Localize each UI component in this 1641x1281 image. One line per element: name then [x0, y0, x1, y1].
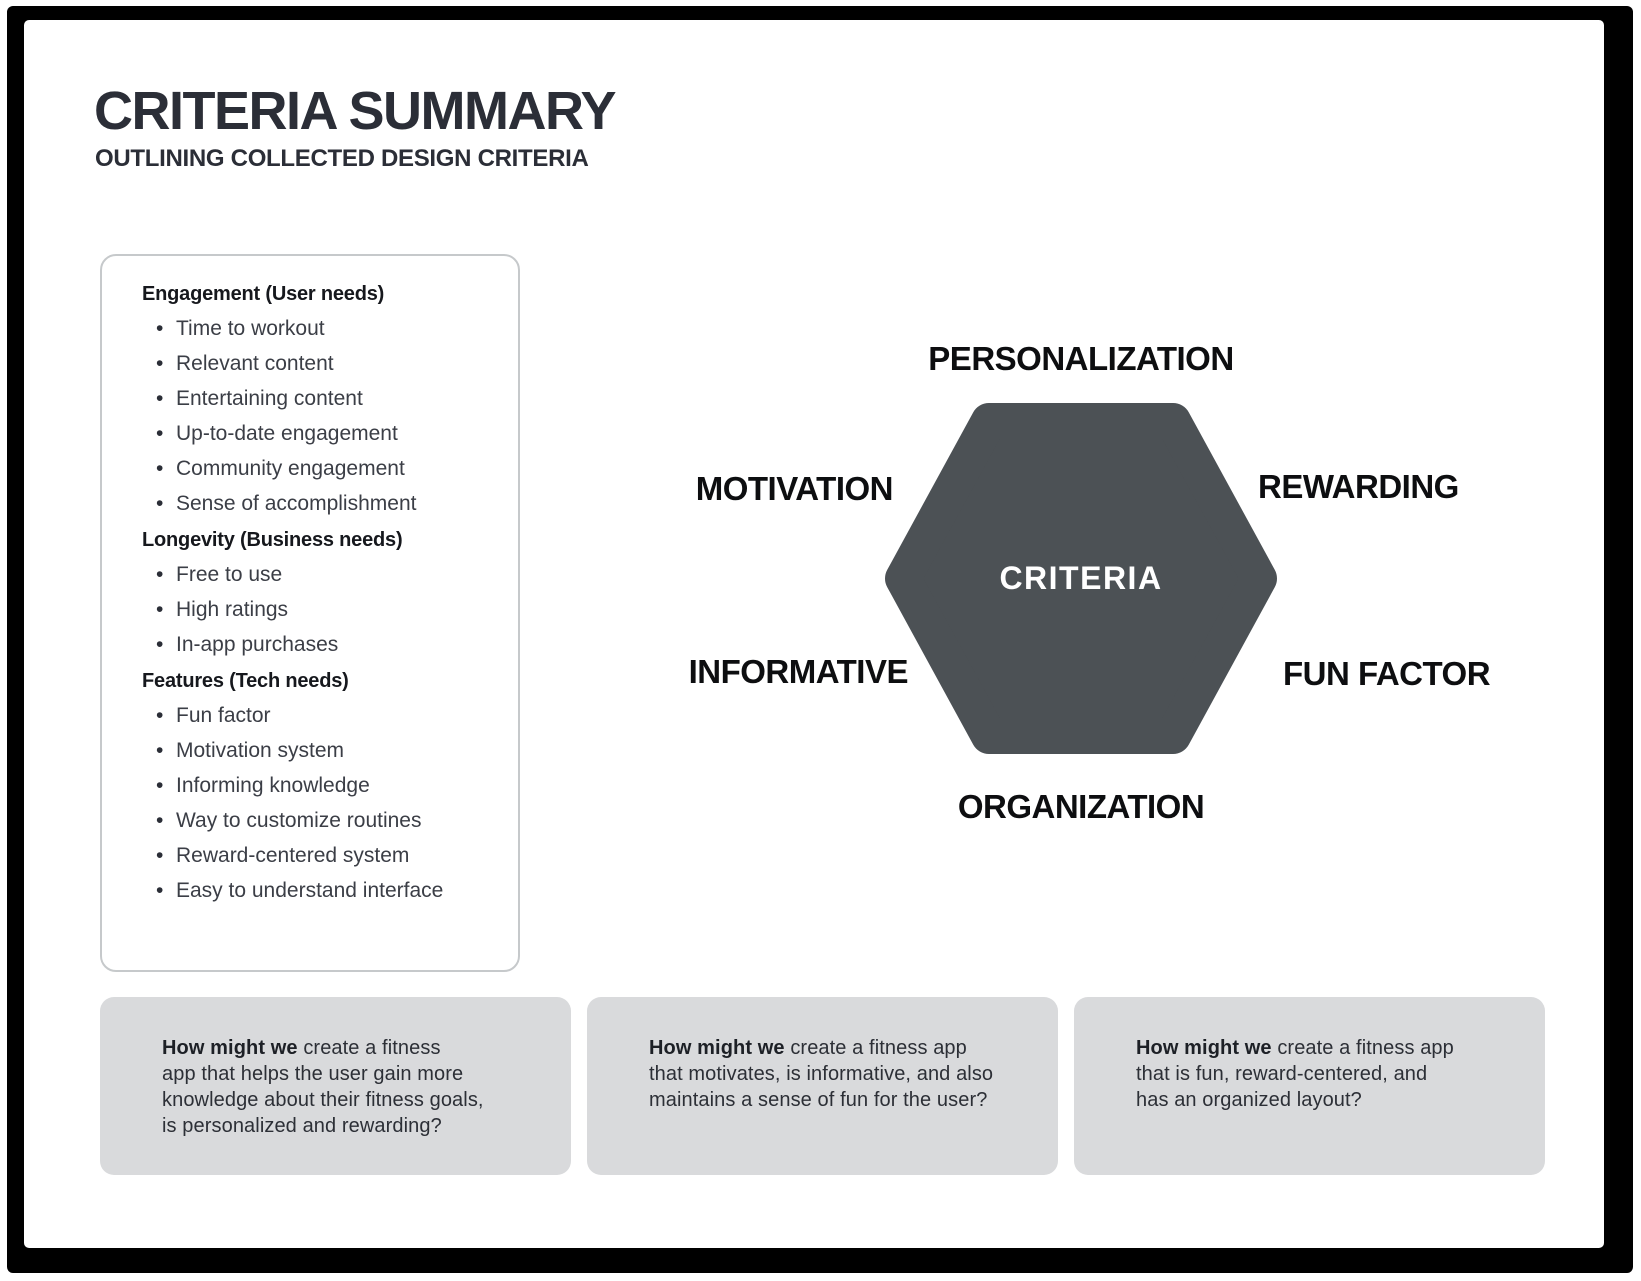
diagram-label-personalization: PERSONALIZATION [928, 340, 1234, 377]
list-item: Sense of accomplishment [156, 493, 504, 516]
diagram-label-rewarding: REWARDING [1258, 468, 1459, 505]
hmw-text-3: How might we create a fitness app that i… [1136, 1035, 1505, 1113]
section-longevity: Longevity (Business needs) Free to use H… [142, 528, 504, 656]
diagram-label-motivation: MOTIVATION [695, 470, 894, 507]
hmw-text-2: How might we create a fitness app that m… [649, 1035, 1018, 1113]
list-item: In-app purchases [156, 634, 504, 657]
hexagon-center-label: CRITERIA [999, 560, 1163, 596]
hmw-card-1: How might we create a fitness app that h… [100, 997, 571, 1175]
list-item: Up-to-date engagement [156, 423, 504, 446]
diagram-label-informative: INFORMATIVE [688, 653, 909, 690]
criteria-list-panel: Engagement (User needs) Time to workout … [100, 254, 520, 972]
hmw-lead-1: How might we [162, 1037, 298, 1059]
hmw-rest-1: create a fitness app that helps the user… [162, 1037, 484, 1137]
hmw-lead-2: How might we [649, 1037, 785, 1059]
diagram-label-fun-factor: FUN FACTOR [1283, 655, 1491, 692]
hmw-text-1: How might we create a fitness app that h… [162, 1035, 531, 1139]
section-heading-engagement: Engagement (User needs) [142, 283, 385, 305]
section-heading-longevity: Longevity (Business needs) [142, 529, 403, 551]
hmw-lead-3: How might we [1136, 1037, 1272, 1059]
list-item: Free to use [156, 564, 504, 587]
features-items: Fun factor Motivation system Informing k… [142, 705, 504, 903]
list-item: High ratings [156, 599, 504, 622]
hmw-rest-3: create a fitness app that is fun, reward… [1136, 1037, 1454, 1111]
hmw-card-2: How might we create a fitness app that m… [587, 997, 1058, 1175]
criteria-hexagon: CRITERIA [885, 403, 1277, 754]
list-item: Easy to understand interface [156, 880, 504, 903]
list-item: Motivation system [156, 740, 504, 763]
list-item: Way to customize routines [156, 810, 504, 833]
how-might-we-row: How might we create a fitness app that h… [100, 997, 1545, 1175]
list-item: Fun factor [156, 705, 504, 728]
list-item: Entertaining content [156, 388, 504, 411]
list-item: Time to workout [156, 318, 504, 341]
hmw-card-3: How might we create a fitness app that i… [1074, 997, 1545, 1175]
list-item: Informing knowledge [156, 775, 504, 798]
list-item: Relevant content [156, 353, 504, 376]
longevity-items: Free to use High ratings In-app purchase… [142, 564, 504, 657]
page-subtitle: OUTLINING COLLECTED DESIGN CRITERIA [95, 145, 589, 172]
section-heading-features: Features (Tech needs) [142, 670, 349, 692]
engagement-items: Time to workout Relevant content Enterta… [142, 318, 504, 516]
hexagon-shape [885, 403, 1277, 754]
diagram-label-organization: ORGANIZATION [957, 788, 1205, 825]
section-features: Features (Tech needs) Fun factor Motivat… [142, 669, 504, 902]
list-item: Community engagement [156, 458, 504, 481]
hmw-rest-2: create a fitness app that motivates, is … [649, 1037, 994, 1111]
slide-canvas: CRITERIA SUMMARY OUTLINING COLLECTED DES… [24, 20, 1604, 1248]
list-item: Reward-centered system [156, 845, 504, 868]
page-title: CRITERIA SUMMARY [94, 81, 616, 141]
hexagon-polygon [885, 403, 1277, 754]
section-engagement: Engagement (User needs) Time to workout … [142, 282, 504, 515]
